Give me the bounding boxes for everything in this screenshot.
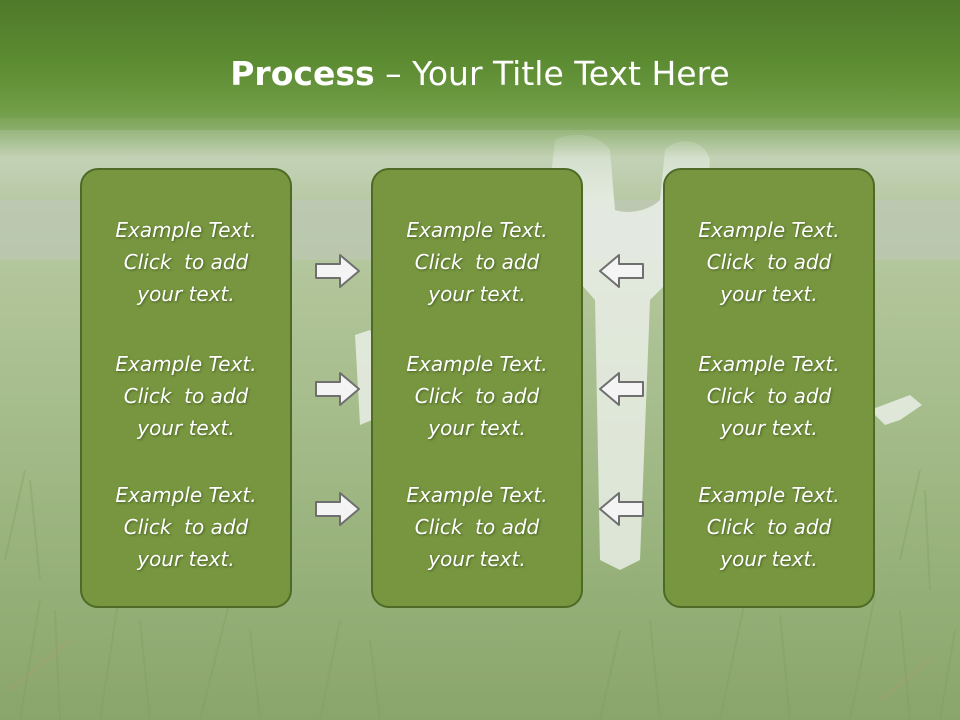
text-line: Example Text. <box>115 218 257 242</box>
text-line: Click to add <box>706 384 832 408</box>
text-line: Click to add <box>414 515 540 539</box>
process-panel-middle[interactable]: Example Text. Click to add your text. Ex… <box>371 168 583 608</box>
text-line: your text. <box>137 282 235 306</box>
text-line: Click to add <box>123 250 249 274</box>
text-line: Click to add <box>414 384 540 408</box>
text-line: your text. <box>428 416 526 440</box>
text-line: your text. <box>720 547 818 571</box>
text-line: Example Text. <box>406 483 548 507</box>
text-line: Click to add <box>123 384 249 408</box>
text-block[interactable]: Example Text. Click to add your text. <box>82 348 290 444</box>
title-bold: Process <box>230 54 375 93</box>
text-line: your text. <box>720 416 818 440</box>
text-line: Click to add <box>123 515 249 539</box>
arrow-right-icon[interactable] <box>314 490 362 528</box>
text-block[interactable]: Example Text. Click to add your text. <box>665 214 873 310</box>
text-block[interactable]: Example Text. Click to add your text. <box>373 348 581 444</box>
slide-title[interactable]: Process – Your Title Text Here <box>0 52 960 96</box>
arrow-right-icon[interactable] <box>314 252 362 290</box>
text-line: Example Text. <box>698 483 840 507</box>
text-line: Click to add <box>706 250 832 274</box>
text-line: Example Text. <box>698 352 840 376</box>
text-line: Example Text. <box>115 352 257 376</box>
text-line: your text. <box>137 547 235 571</box>
text-block[interactable]: Example Text. Click to add your text. <box>665 348 873 444</box>
text-block[interactable]: Example Text. Click to add your text. <box>373 479 581 575</box>
title-separator: – <box>374 54 413 93</box>
text-line: Example Text. <box>406 352 548 376</box>
text-block[interactable]: Example Text. Click to add your text. <box>82 214 290 310</box>
header-band <box>0 0 960 130</box>
arrow-left-icon[interactable] <box>597 490 645 528</box>
text-line: your text. <box>720 282 818 306</box>
title-rest: Your Title Text Here <box>412 54 730 93</box>
text-block[interactable]: Example Text. Click to add your text. <box>82 479 290 575</box>
text-line: Example Text. <box>698 218 840 242</box>
text-block[interactable]: Example Text. Click to add your text. <box>373 214 581 310</box>
arrow-left-icon[interactable] <box>597 370 645 408</box>
text-line: Example Text. <box>115 483 257 507</box>
text-line: Click to add <box>706 515 832 539</box>
arrow-left-icon[interactable] <box>597 252 645 290</box>
text-line: your text. <box>428 282 526 306</box>
text-line: Example Text. <box>406 218 548 242</box>
process-panel-right[interactable]: Example Text. Click to add your text. Ex… <box>663 168 875 608</box>
arrow-right-icon[interactable] <box>314 370 362 408</box>
text-line: your text. <box>428 547 526 571</box>
text-block[interactable]: Example Text. Click to add your text. <box>665 479 873 575</box>
process-panel-left[interactable]: Example Text. Click to add your text. Ex… <box>80 168 292 608</box>
text-line: Click to add <box>414 250 540 274</box>
text-line: your text. <box>137 416 235 440</box>
